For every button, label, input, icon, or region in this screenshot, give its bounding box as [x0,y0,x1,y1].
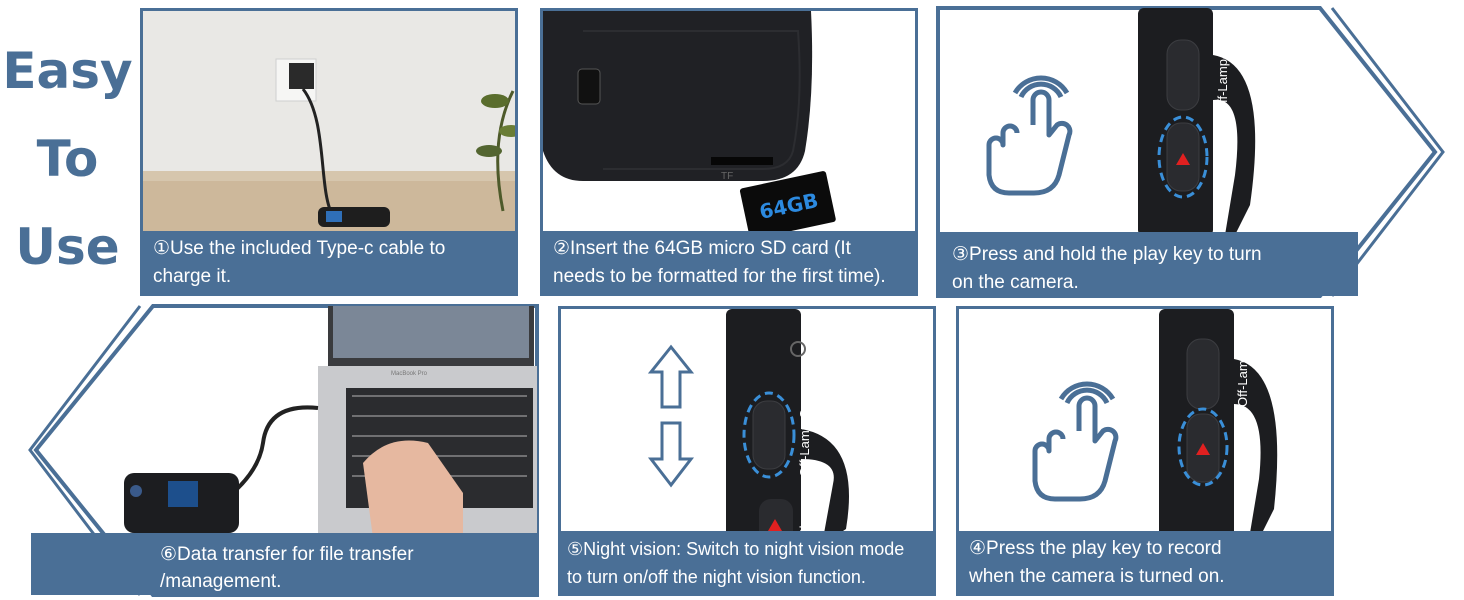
up-down-arrow-icon [647,344,695,488]
heading-easy: Easy [2,42,133,100]
belt-clip [1234,359,1278,539]
step-2-caption-line2: needs to be formatted for the first time… [553,266,886,287]
step-1-caption: ①Use the included Type-c cable to charge… [143,231,515,293]
step-4-caption-line1: ④Press the play key to record [969,538,1222,559]
switch-highlight [742,391,796,479]
step-1-caption-line2: charge it. [153,266,232,287]
step-6-panel: MacBook Pro ⑥Data transfer for file tran… [28,304,539,597]
press-highlight [1177,407,1229,487]
switch-label: Off-Lamp-On [1235,331,1250,407]
play-label: Play [797,511,812,537]
hand [363,440,463,538]
step-1-panel: ①Use the included Type-c cable to charge… [140,8,518,296]
play-label: Play [1235,439,1250,465]
step-3-panel: Off-Lamp-On Play ③Press and hold the pla… [936,6,1445,298]
lamp-switch [1186,338,1220,410]
step-4-panel: Off-Lamp-On Play ④Press the play key to … [956,306,1334,596]
step-4-caption-line2: when the camera is turned on. [969,566,1225,587]
heading-use: Use [15,218,120,276]
belt-clip [801,429,849,539]
press-highlight [1157,115,1209,199]
laptop-illustration: MacBook Pro [318,306,537,546]
step-5-caption-line1: ⑤Night vision: Switch to night vision mo… [567,539,905,559]
step-4-caption: ④Press the play key to record when the c… [959,531,1331,593]
step-3-caption-line2: on the camera. [952,272,1079,293]
belt-clip [1213,55,1256,235]
sd-card-illustration: TF 64GB [543,11,836,240]
hand-tap-icon [1032,381,1119,502]
step-3-caption-line1: ③Press and hold the play key to turn [952,244,1262,265]
micro-sd-card: 64GB [739,171,836,240]
switch-label: Off-Lamp-On [797,401,812,477]
heading-to: To [36,130,99,188]
lamp-switch [1166,39,1200,111]
laptop-label: MacBook Pro [391,371,428,377]
record-illustration: Off-Lamp-On Play [1032,309,1278,539]
step-6-caption-line2: /management. [160,571,281,592]
hand-tap-icon [986,75,1073,196]
step-5-panel: Off-Lamp-On Play ⑤Night vision: Switch t… [558,306,936,596]
step-2-panel: TF 64GB ②Insert the 64GB micro SD card (… [540,8,918,296]
slot-label: TF [721,171,733,182]
step-1-caption-line1: ①Use the included Type-c cable to [153,238,446,259]
play-label: Play [1213,145,1228,171]
step-2-caption: ②Insert the 64GB micro SD card (It needs… [543,231,915,293]
usb-port [577,68,601,105]
step-2-caption-line1: ②Insert the 64GB micro SD card (It [553,238,851,259]
tf-slot [711,157,773,165]
lamp-switch [752,400,786,470]
device-body [543,11,813,181]
charger-adapter [289,63,314,89]
step-5-caption: ⑤Night vision: Switch to night vision mo… [561,531,933,593]
step-6-caption-line1: ⑥Data transfer for file transfer [160,544,414,565]
charging-cable [301,88,335,217]
step-5-caption-line2: to turn on/off the night vision function… [567,567,866,587]
plant-decoration [476,90,515,212]
device-side-view [1138,8,1256,236]
switch-label: Off-Lamp-On [1215,37,1230,113]
